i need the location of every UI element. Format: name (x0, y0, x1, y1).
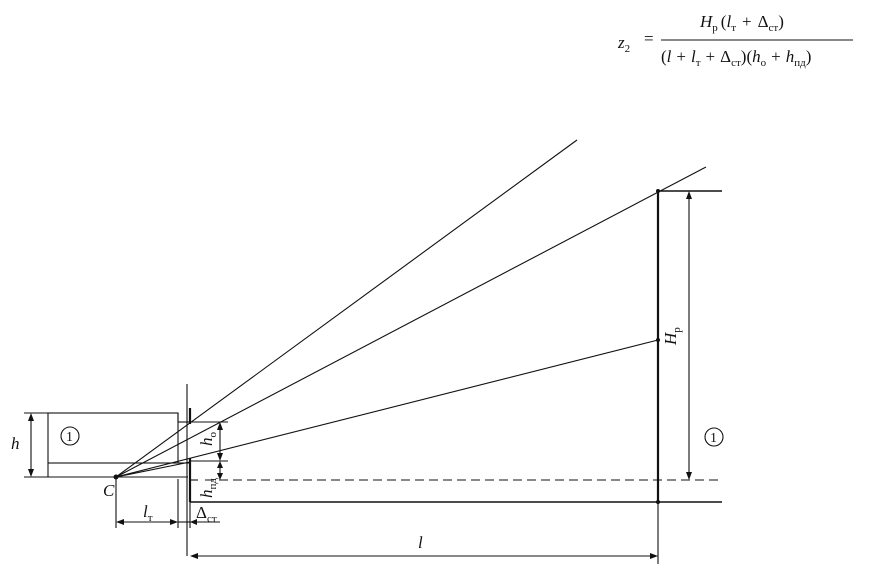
l-arrow-left (190, 553, 198, 559)
hp-dimension: Hр (661, 191, 692, 480)
ho-arrow-bottom (217, 453, 223, 461)
lt-dimension: lт (115, 479, 179, 528)
marker-left: 1 (60, 426, 80, 446)
formula-denominator: (l+lт+Δст)(hо+hпд) (661, 47, 811, 69)
hpd-dimension: hпд (197, 461, 223, 498)
ho-label: hо (197, 432, 219, 447)
delta-dimension: Δст (178, 502, 220, 528)
formula-lhs: z2 (617, 33, 630, 55)
ho-dimension: hо (190, 421, 228, 462)
hpd-arrow-top (217, 461, 223, 468)
hp-label: Hр (661, 327, 683, 346)
marker-left-circle (60, 426, 80, 446)
lt-arrow-left (116, 519, 124, 525)
marker-right: 1 (704, 427, 724, 447)
lt-label: lт (143, 502, 153, 524)
ray-to-building-mid (115, 339, 659, 478)
hpd-label: hпд (197, 478, 219, 498)
rays: C (103, 139, 707, 500)
l-dimension: l (190, 502, 659, 564)
formula-numerator: Hp(lт+Δст) (699, 12, 784, 34)
opposing-building (656, 189, 722, 504)
ray-top-sky (115, 139, 578, 478)
ground (190, 479, 722, 503)
marker-left-label: 1 (66, 430, 73, 445)
marker-right-label: 1 (710, 431, 717, 446)
h-arrow-bottom (28, 469, 34, 477)
formula-equals: = (644, 29, 654, 48)
delta-arrow (190, 519, 197, 525)
building-mid-point (656, 338, 660, 342)
l-label: l (418, 533, 423, 552)
h-arrow-top (28, 413, 34, 421)
ray-to-sill (115, 461, 191, 478)
hpd-arrow-bottom (217, 473, 223, 480)
hp-arrow-bottom (686, 472, 692, 480)
ho-arrow-top (217, 422, 223, 430)
left-room-box (47, 412, 179, 464)
h-label: h (11, 434, 20, 453)
point-c-dot (113, 474, 119, 480)
wall (177, 384, 192, 556)
left-room (47, 412, 190, 478)
lt-arrow-right (170, 519, 178, 525)
point-c-label: C (103, 481, 115, 500)
hp-arrow-top (686, 191, 692, 199)
ray-to-building-top (115, 166, 707, 478)
l-arrow-right (650, 553, 658, 559)
h-dimension: h (11, 412, 48, 478)
marker-right-circle (704, 427, 724, 447)
delta-label: Δст (196, 503, 217, 525)
building-top-point (656, 189, 660, 193)
formula: z2 = Hp(lт+Δст) (l+lт+Δст)(hо+hпд) (617, 12, 853, 69)
